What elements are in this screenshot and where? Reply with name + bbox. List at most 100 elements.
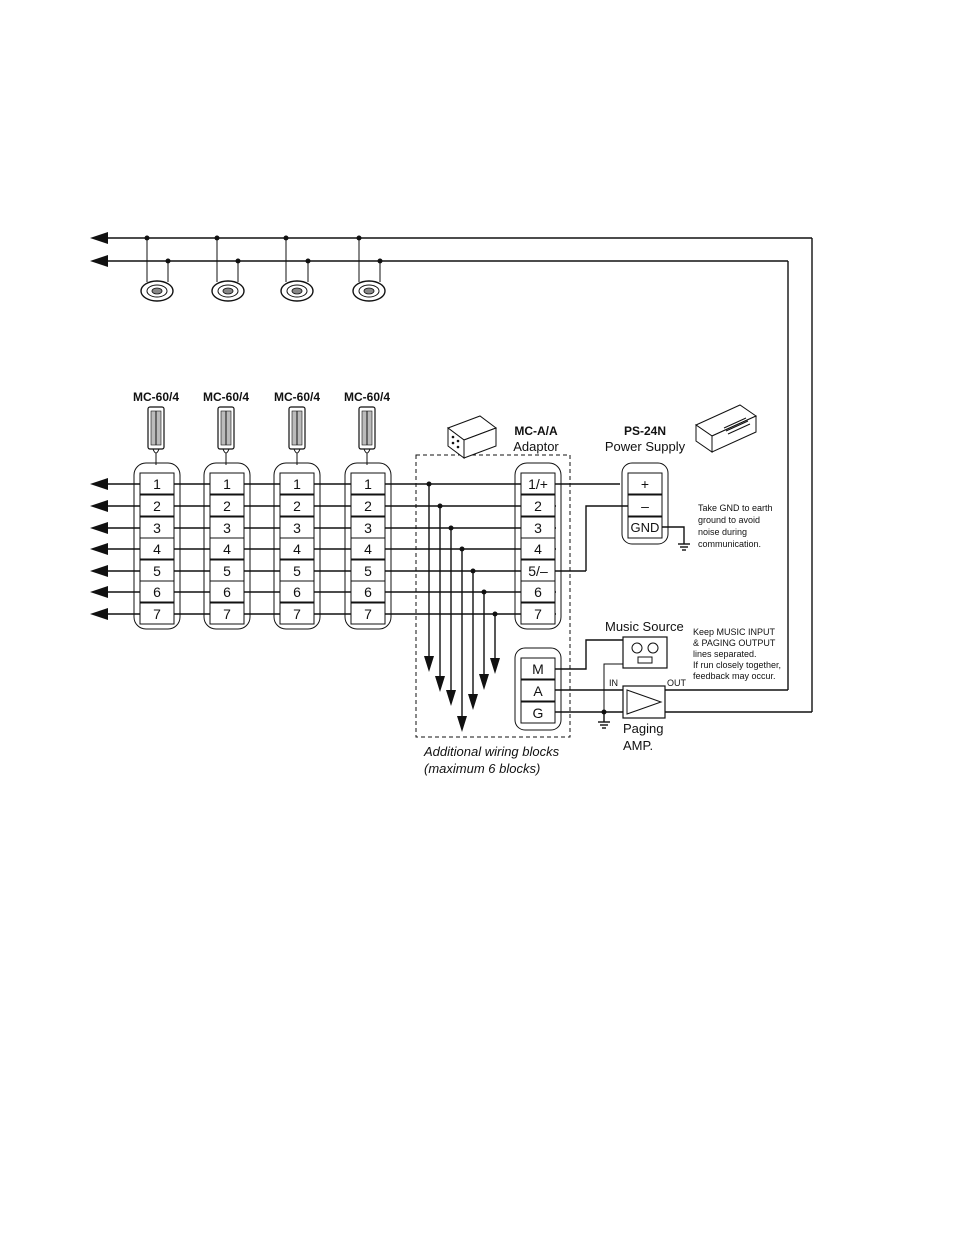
wire-arrow-left-icon	[90, 543, 108, 555]
adaptor-terminal-label: 1/+	[528, 476, 548, 492]
intercom-handset-icon	[358, 406, 376, 465]
power-terminal-label: +	[641, 476, 649, 492]
amp-label-line1: Paging	[623, 721, 663, 736]
intercom-handset-icon	[217, 406, 235, 465]
music-terminal-label: M	[532, 661, 544, 677]
station-labels: MC-60/4 MC-60/4 MC-60/4 MC-60/4	[133, 390, 390, 404]
terminal-block: 1 2 3 4 5 6 7	[344, 462, 392, 630]
additional-wiring-blocks: Additional wiring blocks (maximum 6 bloc…	[415, 454, 571, 776]
terminal-label: 7	[153, 606, 161, 622]
terminal-label: 1	[153, 476, 161, 492]
terminal-label: 5	[153, 563, 161, 579]
terminal-label: 7	[293, 606, 301, 622]
music-terminal-label: A	[533, 683, 543, 699]
terminal-label: 2	[293, 498, 301, 514]
amp-out-label: OUT	[667, 678, 687, 688]
terminal-block: 1 2 3 4 5 6 7	[203, 462, 251, 630]
terminal-label: 4	[153, 541, 161, 557]
terminal-block: 1 2 3 4 5 6 7	[273, 462, 321, 630]
adaptor-name: Adaptor	[513, 439, 559, 454]
terminal-label: 6	[293, 584, 301, 600]
earth-ground-icon	[678, 543, 690, 551]
terminal-label: 7	[223, 606, 231, 622]
music-note-line: If run closely together,	[693, 660, 781, 670]
music-source: Music Source	[555, 619, 684, 712]
terminal-label: 7	[364, 606, 372, 622]
wire-arrow-left-icon	[90, 522, 108, 534]
station-label: MC-60/4	[203, 390, 249, 404]
terminal-label: 3	[364, 520, 372, 536]
station-label: MC-60/4	[344, 390, 390, 404]
bus-arrow-top	[90, 232, 108, 244]
amp-in-label: IN	[609, 678, 618, 688]
terminal-label: 4	[223, 541, 231, 557]
music-note-line: feedback may occur.	[693, 671, 776, 681]
cassette-player-icon	[622, 636, 668, 669]
adaptor-box-icon	[446, 415, 498, 459]
power-supply: PS-24N Power Supply + – GND Take GND to …	[585, 404, 773, 571]
adaptor-terminal-label: 2	[534, 498, 542, 514]
additional-blocks-line2: (maximum 6 blocks)	[424, 761, 540, 776]
terminal-label: 2	[223, 498, 231, 514]
terminal-label: 3	[293, 520, 301, 536]
terminal-label: 6	[364, 584, 372, 600]
drop-arrow-icon	[457, 716, 467, 732]
handset-group	[147, 406, 376, 465]
earth-ground-icon	[598, 721, 610, 729]
ceiling-speaker-icon	[280, 235, 314, 302]
ceiling-speaker-icon	[211, 235, 245, 302]
terminal-label: 5	[223, 563, 231, 579]
adaptor-terminal-label: 4	[534, 541, 542, 557]
bus-arrow-bottom	[90, 255, 108, 267]
adaptor-terminal-label: 5/–	[528, 563, 548, 579]
terminal-label: 6	[223, 584, 231, 600]
drop-arrow-icon	[446, 690, 456, 706]
station-label: MC-60/4	[133, 390, 179, 404]
music-note-line: lines separated.	[693, 649, 757, 659]
intercom-handset-icon	[147, 406, 165, 465]
station-label: MC-60/4	[274, 390, 320, 404]
terminal-label: 1	[364, 476, 372, 492]
amplifier-icon	[622, 685, 666, 719]
drop-arrow-icon	[435, 676, 445, 692]
terminal-label: 4	[364, 541, 372, 557]
terminal-label: 5	[364, 563, 372, 579]
power-terminal-label: GND	[631, 520, 660, 535]
music-terminal-label: G	[533, 705, 544, 721]
terminal-label: 6	[153, 584, 161, 600]
terminal-label: 1	[223, 476, 231, 492]
gnd-note-line: ground to avoid	[698, 515, 760, 525]
drop-arrow-icon	[468, 694, 478, 710]
terminal-label: 2	[364, 498, 372, 514]
amp-label-line2: AMP.	[623, 738, 653, 753]
terminal-label: 3	[223, 520, 231, 536]
power-supply-unit-icon	[694, 404, 758, 453]
power-supply-model: PS-24N	[624, 424, 666, 438]
adaptor-model: MC-A/A	[514, 424, 558, 438]
ceiling-speaker-icon	[352, 235, 386, 302]
paging-amp: IN OUT Paging AMP.	[555, 678, 812, 753]
ceiling-speaker-icon	[140, 235, 174, 302]
additional-blocks-line1: Additional wiring blocks	[423, 744, 560, 759]
adaptor-terminal-label: 6	[534, 584, 542, 600]
wire-arrow-left-icon	[90, 478, 108, 490]
intercom-handset-icon	[288, 406, 306, 465]
music-note: Keep MUSIC INPUT & PAGING OUTPUT lines s…	[693, 627, 781, 681]
music-note-line: & PAGING OUTPUT	[693, 638, 776, 648]
drop-arrow-icon	[490, 658, 500, 674]
terminal-label: 5	[293, 563, 301, 579]
wire-arrow-left-icon	[90, 500, 108, 512]
terminal-label: 3	[153, 520, 161, 536]
music-source-label: Music Source	[605, 619, 684, 634]
wire-arrow-left-icon	[90, 565, 108, 577]
wire-arrow-left-icon	[90, 586, 108, 598]
speaker-group	[140, 235, 386, 302]
speaker-bus	[90, 232, 813, 712]
terminal-label: 4	[293, 541, 301, 557]
terminal-label: 2	[153, 498, 161, 514]
power-supply-name: Power Supply	[605, 439, 686, 454]
wire-arrow-left-icon	[90, 608, 108, 620]
adaptor: MC-A/A Adaptor 1/+ 2 3 4 5/– 6 7 M A G	[446, 415, 562, 731]
gnd-note-line: noise during	[698, 527, 747, 537]
